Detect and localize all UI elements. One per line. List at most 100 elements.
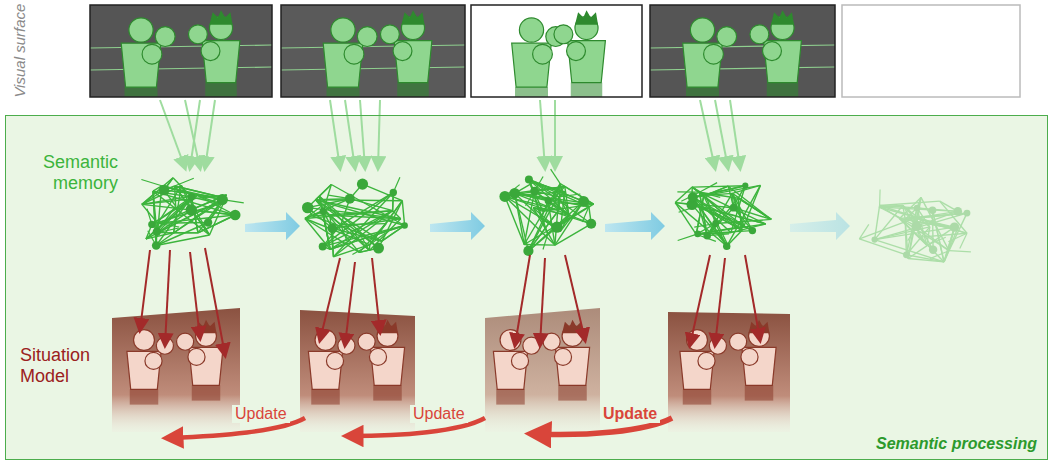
illustration-part (499, 169, 596, 256)
illustration-part (155, 27, 175, 47)
illustration-part (145, 352, 162, 369)
illustration-part (960, 233, 967, 248)
illustration-part (281, 45, 465, 48)
illustration-part (731, 224, 766, 233)
illustration-part (540, 100, 545, 168)
illustration-part (699, 192, 720, 197)
illustration-part (402, 201, 404, 226)
illustration-part (875, 206, 903, 240)
illustration-part (130, 389, 159, 404)
layer-label: Semantic memory (24, 152, 118, 193)
illustration-part (316, 199, 350, 200)
illustration-part (859, 224, 868, 239)
illustration-part (879, 190, 881, 206)
illustration-part (205, 100, 215, 168)
illustration-part (217, 194, 228, 205)
illustration-part (586, 219, 596, 229)
illustration-part (650, 5, 835, 97)
illustration-part (165, 250, 170, 345)
illustration-part (90, 5, 272, 97)
illustration-part (369, 348, 386, 365)
illustration-part (316, 200, 360, 253)
illustration-part (205, 83, 237, 97)
illustration-part (471, 5, 642, 97)
illustration-part (524, 184, 560, 245)
illustration-part (699, 183, 717, 193)
illustration-part (880, 206, 967, 234)
illustration-part (327, 87, 360, 97)
illustration-part (543, 333, 560, 350)
illustration-part (742, 183, 748, 189)
illustration-part (378, 100, 380, 168)
illustration-part (790, 212, 850, 240)
illustration-part (302, 202, 313, 213)
illustration-part (690, 18, 714, 42)
illustration-part (712, 220, 719, 227)
illustration-part (158, 197, 192, 233)
illustration-part (90, 5, 272, 97)
illustration-part (524, 244, 555, 246)
illustration-part (692, 186, 745, 187)
illustration-part (954, 207, 963, 216)
illustration-part (160, 100, 185, 168)
illustration-part (929, 246, 937, 254)
illustration-part (771, 10, 794, 25)
illustration-part (393, 42, 412, 61)
illustration-part (345, 194, 355, 204)
illustration-part (540, 258, 545, 345)
illustration-part (912, 221, 922, 231)
illustration-part (555, 197, 559, 245)
illustration-part (373, 385, 402, 400)
illustration-part (372, 258, 380, 332)
illustration-part (281, 5, 465, 97)
illustration-part (281, 5, 465, 97)
illustration-part (152, 241, 161, 250)
illustration-part (316, 200, 405, 226)
illustration-part (127, 320, 223, 405)
illustration-part (716, 219, 772, 223)
illustration-part (471, 5, 642, 97)
illustration-part (341, 224, 386, 225)
illustration-part (505, 196, 524, 244)
illustration-part (745, 385, 774, 400)
illustration-part (528, 201, 583, 251)
illustration-part (545, 197, 552, 204)
illustration-part (125, 87, 158, 97)
illustration-part (357, 27, 377, 47)
illustration-part (177, 333, 194, 350)
illustration-part (680, 351, 714, 389)
illustration-part (320, 258, 340, 340)
illustration-part (345, 262, 355, 345)
illustration-part (677, 191, 699, 193)
illustration-part (704, 44, 724, 64)
illustration-part (311, 389, 340, 404)
illustration-part (554, 100, 556, 168)
illustration-part (763, 42, 782, 61)
illustration-part (189, 347, 223, 385)
illustration-part (331, 185, 404, 226)
axis-label: Visual surface (11, 1, 28, 101)
illustration-part (319, 242, 327, 250)
illustration-part (148, 221, 155, 228)
illustration-part (5, 115, 1048, 460)
illustration-part (361, 236, 370, 251)
illustration-part (201, 42, 220, 61)
illustration-part (158, 232, 198, 234)
illustration-part (900, 218, 958, 229)
illustration-part (320, 208, 327, 215)
illustration-part (90, 5, 272, 97)
illustration-part (715, 100, 728, 168)
illustration-part (153, 228, 161, 236)
illustration-part (717, 27, 737, 47)
illustration-part (949, 213, 967, 251)
illustration-part (341, 225, 347, 240)
illustration-part (281, 67, 465, 70)
illustration-part (681, 192, 699, 201)
illustration-part (305, 219, 359, 253)
illustration-part (927, 237, 946, 245)
illustration-part (140, 250, 150, 330)
illustration-part (903, 206, 905, 220)
illustration-part (188, 25, 207, 44)
arrow-label: Update (410, 405, 468, 423)
illustration-part (914, 205, 920, 211)
